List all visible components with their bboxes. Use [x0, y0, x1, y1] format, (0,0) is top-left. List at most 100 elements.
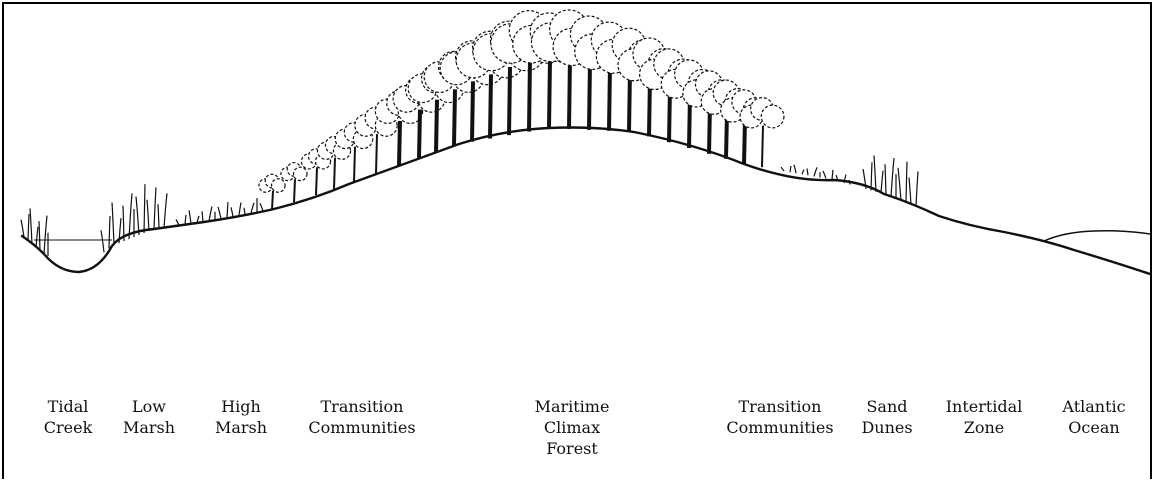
grass-blade — [196, 215, 200, 224]
grass-blade — [243, 207, 246, 215]
grass-blade — [27, 214, 30, 241]
grass-blade — [201, 211, 204, 223]
zone-label-line: Maritime — [534, 397, 610, 416]
zone-label-maritime-forest: Maritime Climax Forest — [535, 396, 610, 459]
ground-profile-line — [20, 126, 1150, 276]
tree-trunk — [761, 125, 764, 168]
zone-label-line: High — [221, 397, 261, 416]
high-marsh-grass — [175, 198, 264, 226]
tree-trunk — [417, 109, 422, 159]
grass-blade — [143, 184, 146, 234]
grass-blade — [873, 155, 877, 192]
grass-blade — [38, 221, 41, 251]
tree-trunk — [452, 89, 457, 146]
grass-blade — [259, 202, 264, 212]
tree-trunk — [315, 167, 318, 196]
tree-trunk — [742, 119, 747, 165]
tree-trunk — [375, 134, 378, 175]
zone-label-line: Dunes — [861, 418, 913, 437]
grass-blade — [226, 202, 229, 218]
grass-blade — [915, 171, 919, 207]
marsh-grass — [20, 184, 264, 257]
zone-label-line: Sand — [866, 397, 908, 416]
forest-trees — [258, 9, 785, 210]
zone-label-line: Climax — [543, 418, 601, 437]
grass-blade — [208, 206, 213, 222]
tree — [280, 162, 308, 203]
tree-trunk — [353, 146, 356, 183]
grass-blade — [897, 167, 902, 201]
grass-blade — [250, 202, 255, 214]
low-marsh-grass — [100, 184, 168, 253]
grass-blade — [905, 161, 908, 203]
zone-label-transition-left: Transition Communities — [308, 396, 415, 438]
grass-blade — [908, 177, 912, 205]
grass-blade — [813, 167, 818, 177]
tree-canopy — [270, 178, 286, 193]
grass-blade — [822, 170, 827, 179]
tree-trunk — [470, 81, 475, 142]
zone-label-line: Atlantic — [1062, 397, 1126, 416]
grass-blade — [108, 215, 111, 249]
zone-label-intertidal-zone: Intertidal Zone — [946, 396, 1023, 438]
grass-blade — [780, 166, 785, 172]
ocean-wave-line — [1043, 230, 1150, 242]
tree-trunk — [293, 179, 296, 203]
coastal-profile-illustration — [20, 9, 1150, 276]
grass-blade — [163, 193, 168, 228]
grass-blade — [870, 162, 873, 191]
grass-blade — [890, 158, 895, 197]
zone-label-atlantic-ocean: Atlantic Ocean — [1062, 396, 1125, 438]
tree-trunk — [567, 57, 572, 129]
grass-blade — [100, 230, 105, 253]
zone-label-line: Transition — [320, 397, 404, 416]
grass-blade — [135, 196, 140, 236]
zone-label-line: Marsh — [214, 418, 268, 437]
tree-trunk — [527, 59, 532, 132]
grass-blade — [20, 219, 25, 238]
zone-label-line: Transition — [738, 397, 822, 416]
tree — [739, 96, 785, 168]
grass-blade — [43, 215, 48, 255]
zone-label-line: Communities — [726, 418, 834, 437]
zone-label-line: Zone — [963, 418, 1005, 437]
grass-blade — [184, 214, 187, 225]
zone-label-line: Ocean — [1068, 418, 1120, 437]
zone-label-transition-right: Transition Communities — [726, 396, 833, 438]
grass-blade — [146, 199, 150, 232]
zone-label-line: Intertidal — [945, 397, 1023, 416]
tree — [300, 148, 332, 196]
tree-trunk — [607, 65, 612, 131]
tree — [316, 135, 352, 190]
grass-blade — [153, 187, 157, 230]
grass-blade — [843, 174, 847, 183]
zone-label-line: Marsh — [122, 418, 176, 437]
tree-trunk — [547, 59, 552, 129]
zone-label-line: Communities — [308, 418, 416, 437]
dune-grass-clump — [862, 155, 919, 207]
grass-blade — [175, 219, 180, 226]
zone-label-low-marsh: Low Marsh — [123, 396, 175, 438]
zone-label-line: Forest — [546, 439, 598, 458]
transition-shrubs — [780, 164, 851, 185]
tree — [258, 173, 286, 210]
grass-blade — [862, 168, 867, 190]
grass-blade — [238, 202, 242, 216]
tree-trunk — [434, 99, 439, 153]
grass-blade — [848, 179, 851, 185]
dune-grass — [780, 155, 919, 207]
zone-label-line: Low — [132, 397, 166, 416]
tree-trunk — [333, 157, 336, 190]
creek-edge-grass — [20, 208, 49, 257]
tree-trunk — [507, 66, 512, 136]
grass-blade — [118, 218, 122, 244]
grass-blade — [230, 207, 234, 217]
grass-blade — [122, 205, 125, 242]
grass-blade — [884, 164, 887, 195]
zone-label-high-marsh: High Marsh — [215, 396, 267, 438]
grass-blade — [789, 165, 792, 173]
grass-blade — [35, 226, 39, 248]
grass-blade — [111, 202, 115, 246]
grass-blade — [880, 170, 884, 194]
grass-blade — [801, 169, 805, 175]
